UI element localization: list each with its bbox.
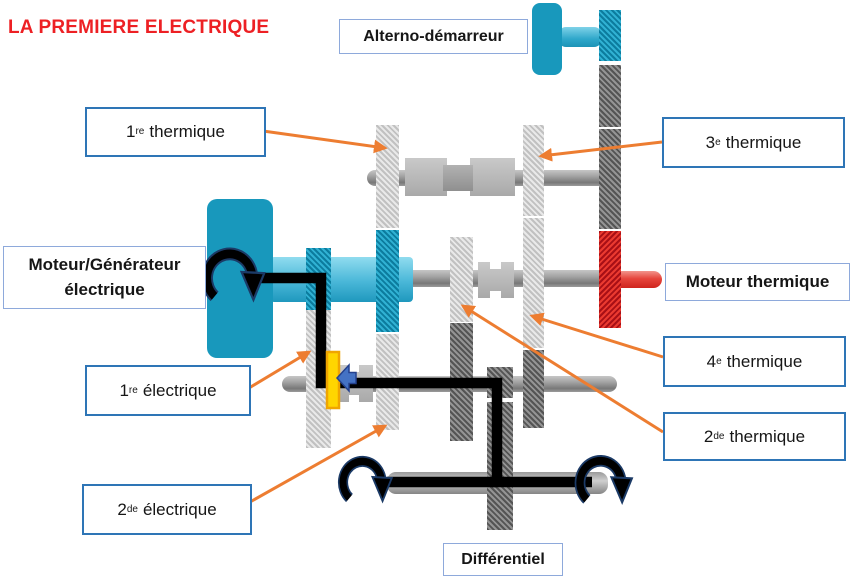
upper-shaft-synchro-hub [405, 158, 447, 196]
alterno-demarreur-body [532, 3, 562, 75]
alterno-pinion-gear [599, 10, 621, 61]
gear-2de-thermique-driven [450, 323, 473, 441]
gear-2de-electrique [376, 334, 399, 430]
electric-motor-body [207, 199, 273, 358]
engine-input-gear [599, 231, 621, 328]
gear-3e-thermique [523, 125, 544, 216]
engine-crankshaft [618, 271, 662, 288]
label-differentiel: Différentiel [443, 543, 563, 576]
final-drive-pinion [487, 367, 513, 398]
label-moteur-thermique: Moteur thermique [665, 263, 850, 301]
pointer-arrow-4e-thermique [529, 312, 664, 359]
upper-shaft-sleeve [443, 165, 473, 191]
differential-ring-gear [487, 402, 513, 530]
label-alterno-demarreur: Alterno-démarreur [339, 19, 528, 54]
gear-1re-electrique [306, 310, 331, 448]
left-wheel-rotation-arrow-icon [343, 461, 392, 501]
hub-notch [490, 291, 501, 298]
alterno-shaft [558, 27, 602, 47]
motor-main-gear [376, 230, 399, 332]
page-title: LA PREMIERE ELECTRIQUE [8, 17, 270, 38]
alterno-idler-gear [599, 65, 621, 127]
gear-4e-thermique-driven [523, 350, 544, 428]
upper-shaft-synchro-hub [470, 158, 515, 196]
upper-shaft-drive-gear [599, 129, 621, 229]
label-moteur-generateur-electrique: Moteur/Générateur électrique [3, 246, 206, 309]
hub-notch [490, 262, 501, 269]
hub-notch [349, 395, 359, 402]
pointer-arrow-1re-thermique [262, 129, 388, 154]
motor-pinion-gear [306, 248, 331, 310]
hub-notch [349, 365, 359, 372]
gear-1re-thermique [376, 125, 399, 228]
gear-4e-thermique [523, 218, 544, 348]
gear-2de-thermique [450, 237, 473, 322]
